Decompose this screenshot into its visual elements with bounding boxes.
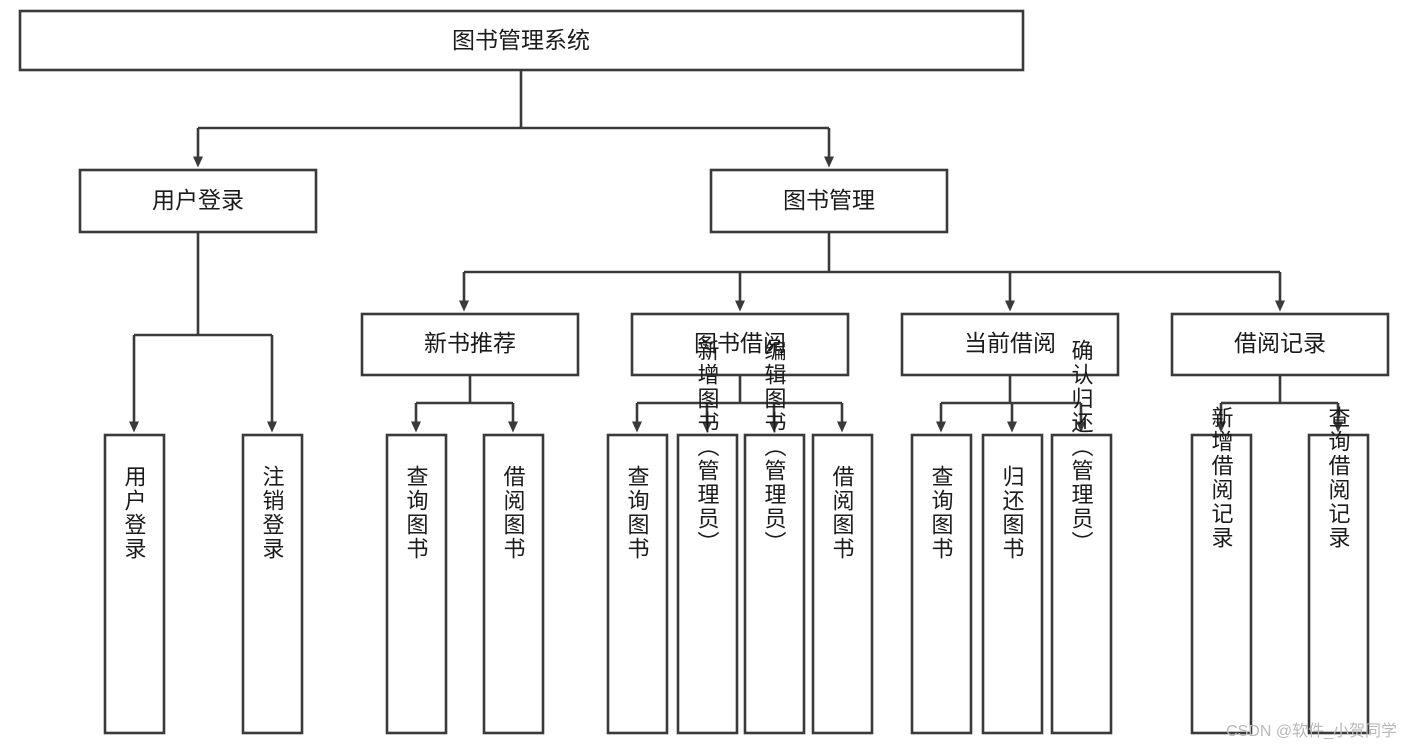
book-manage-label: 图书管理	[783, 187, 875, 213]
leaf-query-book-2[interactable]: 查询图书	[606, 433, 669, 735]
current-borrow-box[interactable]	[900, 312, 1120, 377]
leaf-add-book[interactable]: 新增图书（管理员）	[676, 339, 739, 735]
node-new-book-recommend[interactable]: 新书推荐	[360, 312, 580, 377]
leaf-confirm-return[interactable]: 确认归还（管理员）	[1050, 339, 1113, 735]
user-login-label: 用户登录	[152, 187, 244, 213]
edge-root-to-level2	[193, 70, 834, 168]
leaf-query-book-2-box[interactable]	[606, 433, 669, 735]
leaf-add-record-box[interactable]	[1190, 433, 1253, 735]
node-book-borrow[interactable]: 图书借阅	[630, 312, 850, 377]
leaf-borrow-book-1-label: 借阅图书	[501, 465, 526, 561]
leaf-confirm-return-box[interactable]	[1050, 433, 1113, 735]
leaf-query-book-3[interactable]: 查询图书	[910, 433, 973, 735]
leaf-borrow-book-2[interactable]: 借阅图书	[811, 433, 874, 735]
book-manage-box[interactable]	[709, 168, 949, 234]
current-borrow-label: 当前借阅	[964, 330, 1056, 356]
root-box[interactable]	[18, 9, 1025, 72]
leaf-add-record[interactable]: 新增借阅记录	[1190, 406, 1253, 735]
leaf-query-book-3-box[interactable]	[910, 433, 973, 735]
leaf-confirm-return-label: 确认归还（管理员）	[1069, 339, 1094, 555]
leaf-borrow-book-2-label: 借阅图书	[830, 465, 855, 561]
edge-book-borrow-to-leaves	[632, 375, 847, 433]
leaf-query-book-1-box[interactable]	[385, 433, 448, 735]
leaf-edit-book[interactable]: 编辑图书（管理员）	[743, 339, 806, 735]
leaf-return-book-box[interactable]	[981, 433, 1044, 735]
leaf-user-login[interactable]: 用户登录	[103, 433, 166, 735]
leaf-logout-login[interactable]: 注销登录	[241, 433, 304, 735]
leaf-query-record[interactable]: 查询借阅记录	[1307, 406, 1370, 735]
leaf-logout-login-label: 注销登录	[260, 465, 285, 561]
leaf-return-book-label: 归还图书	[1000, 465, 1025, 561]
leaf-add-book-label: 新增图书（管理员）	[695, 339, 720, 555]
borrow-record-box[interactable]	[1170, 312, 1390, 377]
leaf-query-book-2-label: 查询图书	[625, 465, 650, 561]
node-user-login[interactable]: 用户登录	[78, 168, 318, 234]
root-label: 图书管理系统	[452, 27, 590, 53]
node-root[interactable]: 图书管理系统	[18, 9, 1025, 72]
leaf-add-record-label: 新增借阅记录	[1209, 406, 1234, 550]
leaf-query-record-label: 查询借阅记录	[1326, 406, 1351, 550]
edge-new-book-recommend-to-leaves	[411, 375, 518, 433]
leaf-add-book-box[interactable]	[676, 433, 739, 735]
node-current-borrow[interactable]: 当前借阅	[900, 312, 1120, 377]
edge-user-login-to-leaves	[129, 232, 277, 433]
node-borrow-record[interactable]: 借阅记录	[1170, 312, 1390, 377]
edge-current-borrow-to-leaves	[936, 375, 1086, 433]
new-book-recommend-label: 新书推荐	[424, 330, 516, 356]
leaf-user-login-label: 用户登录	[122, 465, 147, 561]
node-book-manage[interactable]: 图书管理	[709, 168, 949, 234]
leaf-query-book-3-label: 查询图书	[929, 465, 954, 561]
leaf-query-book-1[interactable]: 查询图书	[385, 433, 448, 735]
leaf-query-record-box[interactable]	[1307, 433, 1370, 735]
edge-book-manage-to-level3	[459, 232, 1285, 312]
book-borrow-label: 图书借阅	[694, 330, 786, 356]
leaf-user-login-box[interactable]	[103, 433, 166, 735]
edge-borrow-record-to-leaves	[1216, 375, 1343, 433]
leaf-borrow-book-2-box[interactable]	[811, 433, 874, 735]
leaf-edit-book-label: 编辑图书（管理员）	[762, 339, 787, 555]
leaf-borrow-book-1[interactable]: 借阅图书	[482, 433, 545, 735]
new-book-recommend-box[interactable]	[360, 312, 580, 377]
leaf-logout-login-box[interactable]	[241, 433, 304, 735]
leaf-return-book[interactable]: 归还图书	[981, 433, 1044, 735]
watermark-text: CSDN @软件_小贺同学	[1226, 723, 1397, 740]
book-borrow-box[interactable]	[630, 312, 850, 377]
leaf-edit-book-box[interactable]	[743, 433, 806, 735]
borrow-record-label: 借阅记录	[1234, 330, 1326, 356]
leaf-query-book-1-label: 查询图书	[404, 465, 429, 561]
leaf-borrow-book-1-box[interactable]	[482, 433, 545, 735]
